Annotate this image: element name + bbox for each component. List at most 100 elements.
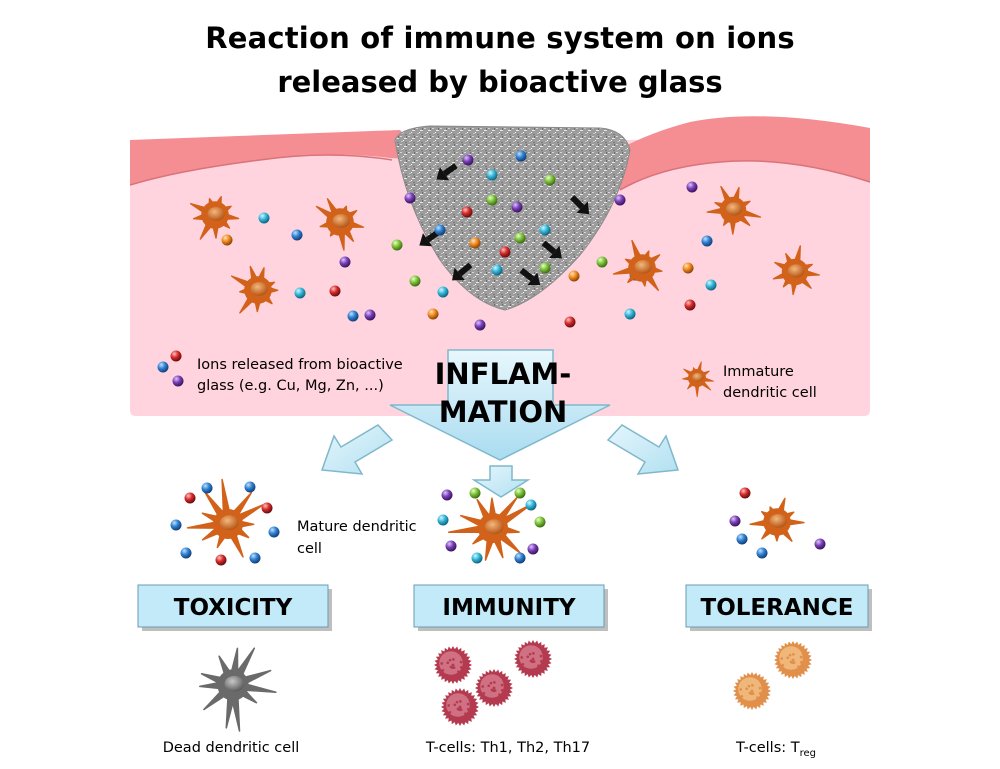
t-cell-speckle (526, 655, 530, 659)
ion-sphere (434, 224, 446, 236)
ions (157, 150, 717, 387)
inflammation-label-line-2: MATION (439, 395, 568, 429)
ion-sphere (249, 552, 261, 564)
ion-sphere (294, 287, 306, 299)
t-cell-speckle (539, 659, 543, 663)
t-cell-speckle (457, 670, 460, 673)
ion-sphere (258, 212, 270, 224)
ion-sphere (201, 482, 213, 494)
cell-nucleus (692, 372, 704, 382)
t-cell-speckle (747, 684, 751, 688)
caption-treg-sub: reg (800, 748, 816, 759)
t-cell-speckle (531, 657, 535, 661)
inflammation-arrow (389, 349, 611, 461)
t-cell-body (439, 651, 463, 675)
ion-sphere (180, 547, 192, 559)
ion-sphere (445, 540, 457, 552)
title-line-2: released by bioactive glass (277, 65, 722, 99)
ion-sphere (437, 514, 449, 526)
ion-sphere (471, 552, 483, 564)
legend-ions-line-1: Ions released from bioactive (197, 357, 403, 373)
ion-sphere (329, 285, 341, 297)
t-cell-speckle (459, 708, 463, 711)
t-cell-speckle (537, 664, 540, 667)
ion-sphere (514, 487, 526, 499)
ion-sphere (339, 256, 351, 268)
cell-nucleus (634, 259, 652, 274)
cell-nucleus (224, 675, 245, 692)
t-cell-speckle (466, 702, 470, 706)
t-cell-speckle (451, 663, 455, 667)
ion-sphere (347, 310, 359, 322)
t-cell-speckle (532, 652, 535, 655)
caption-t-cells-immunity: T-cells: Th1, Th2, Th17 (425, 740, 590, 756)
ion-sphere (729, 515, 741, 527)
immature-dendritic-cells (189, 185, 820, 398)
ion-sphere (568, 270, 580, 282)
t-cell-speckle (792, 653, 795, 656)
caption-t-cells-treg: T-cells: Treg (735, 740, 816, 759)
t-cell-speckle (739, 688, 743, 691)
ion-sphere (705, 279, 717, 291)
ion-sphere (172, 375, 184, 387)
ion-sphere (539, 224, 551, 236)
ion-sphere (437, 286, 449, 298)
ion-sphere (469, 487, 481, 499)
arrow-to-toxicity (320, 424, 394, 475)
ion-sphere (170, 350, 182, 362)
t-cell-speckle (452, 658, 455, 661)
ion-sphere (596, 256, 608, 268)
t-cell-speckle (758, 691, 762, 695)
immature-dendritic-cell (189, 196, 240, 240)
outcome-box-tolerance: TOLERANCE (685, 584, 872, 631)
ion-sphere (614, 194, 626, 206)
t-cell-speckle (781, 663, 785, 667)
t-cell-speckle (799, 655, 803, 659)
t-cell-speckle (792, 661, 796, 664)
immature-dendritic-cell (612, 239, 663, 291)
ion-sphere (474, 319, 486, 331)
t-cell-speckle (745, 687, 749, 691)
outcome-box-toxicity: TOXICITY (137, 584, 332, 631)
mature-dendritic-cells (170, 478, 826, 566)
immature-dendritic-cell (706, 185, 762, 235)
ion-sphere (534, 516, 546, 528)
t-cell-body (519, 645, 543, 669)
ion-sphere (682, 262, 694, 274)
t-cell-speckle (448, 658, 452, 662)
outcome-label: TOLERANCE (701, 595, 854, 621)
t-cell-speckle (740, 694, 744, 698)
t-cell-speckle (788, 653, 792, 657)
ion-sphere (441, 489, 453, 501)
ion-sphere (701, 235, 713, 247)
t-cell-speckle (498, 693, 501, 696)
immature-dendritic-cell (230, 265, 279, 314)
t-cell-speckle (446, 661, 450, 665)
t-cell-immunity (514, 640, 552, 678)
ion-sphere (364, 309, 376, 321)
skin-top-layer-right (600, 116, 870, 190)
t-cell-speckle (528, 652, 532, 656)
t-cell-speckle (521, 662, 525, 666)
ion-sphere (527, 543, 539, 555)
ion-sphere (469, 237, 481, 249)
t-cell-speckle (520, 656, 524, 659)
t-cell-speckle (447, 704, 451, 707)
t-cell-speckle (797, 665, 800, 668)
ion-sphere (404, 192, 416, 204)
arrow-to-immunity (471, 465, 531, 498)
t-cell-speckle (750, 689, 754, 693)
t-cell-body (446, 693, 470, 717)
t-cell-speckle (751, 684, 754, 687)
release-arrow (570, 195, 590, 215)
t-cell-speckle (751, 692, 755, 695)
cell-nucleus (787, 264, 805, 278)
t-cell-speckle (482, 691, 486, 695)
cell-nucleus (207, 206, 225, 221)
caption-treg-main: T-cells: T (735, 740, 800, 756)
ion-sphere (291, 229, 303, 241)
outcome-box-immunity: IMMUNITY (413, 584, 608, 631)
legend-immature-line-2: dendritic cell (723, 385, 817, 401)
ion-sphere (564, 316, 576, 328)
t-cell-body (480, 674, 504, 698)
